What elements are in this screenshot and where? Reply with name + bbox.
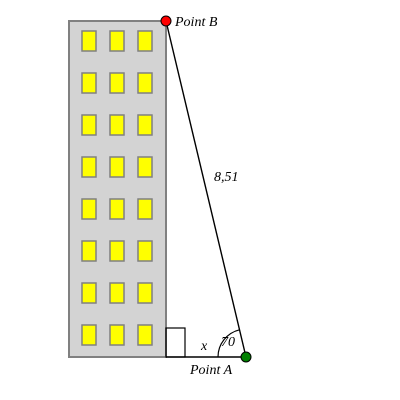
- building-window: [137, 114, 153, 136]
- hypotenuse-length-label: 8,51: [214, 170, 239, 185]
- building-window: [109, 324, 125, 346]
- building-window: [81, 198, 97, 220]
- building-window: [109, 156, 125, 178]
- building-window: [81, 240, 97, 262]
- point-a-marker: [240, 351, 252, 363]
- building-windows: [81, 30, 153, 346]
- building-window: [109, 198, 125, 220]
- building-window: [109, 114, 125, 136]
- point-b-label: Point B: [174, 15, 218, 30]
- building-window: [109, 30, 125, 52]
- building-window: [137, 156, 153, 178]
- hypotenuse-line: [165, 20, 247, 358]
- building-window: [81, 30, 97, 52]
- building-window: [137, 282, 153, 304]
- building-window: [81, 324, 97, 346]
- building: [68, 20, 167, 358]
- building-window: [81, 72, 97, 94]
- building-window: [137, 240, 153, 262]
- angle-label: 70: [221, 335, 235, 350]
- building-window: [81, 156, 97, 178]
- building-window: [137, 30, 153, 52]
- building-window: [137, 72, 153, 94]
- building-window: [137, 324, 153, 346]
- right-angle-marker: [165, 327, 186, 358]
- building-window: [137, 198, 153, 220]
- building-window: [109, 282, 125, 304]
- base-x-label: x: [200, 339, 208, 354]
- point-a-label: Point A: [189, 363, 233, 378]
- building-window: [109, 240, 125, 262]
- building-window: [109, 72, 125, 94]
- point-b-marker: [160, 15, 172, 27]
- angle-arc: [217, 329, 240, 358]
- building-window: [81, 282, 97, 304]
- building-window: [81, 114, 97, 136]
